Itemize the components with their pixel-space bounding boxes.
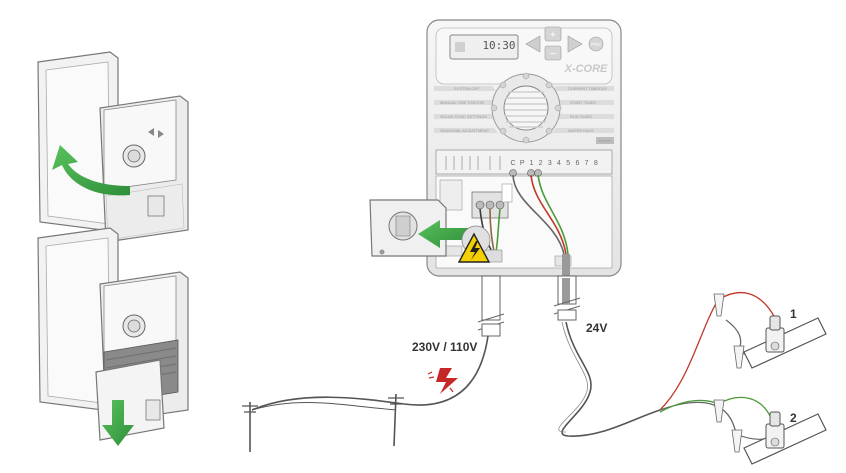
rotate-arrow-icon bbox=[52, 145, 130, 196]
terminal-label: P bbox=[520, 160, 525, 167]
controller-cover-removed-illustration bbox=[37, 227, 189, 441]
mains-conduit bbox=[477, 275, 505, 337]
right-arrow-button[interactable] bbox=[567, 35, 583, 53]
down-arrow-icon bbox=[102, 400, 134, 446]
transformer-cover-plate bbox=[369, 199, 447, 257]
plus-button-label: + bbox=[550, 29, 556, 41]
high-voltage-warning-icon bbox=[457, 225, 491, 263]
terminal-label: 4 bbox=[557, 160, 561, 167]
mains-cable bbox=[251, 335, 489, 411]
low-voltage-cable bbox=[561, 321, 661, 437]
insert-arrow-icon bbox=[418, 220, 468, 248]
terminal-label: 7 bbox=[585, 160, 589, 167]
lightning-icon bbox=[436, 368, 458, 394]
valve-1-label: 1 bbox=[790, 307, 797, 321]
terminal-label: 3 bbox=[548, 160, 552, 167]
lcd-display bbox=[449, 34, 519, 60]
plus-button[interactable] bbox=[544, 26, 562, 42]
dial-label-start-times: START TIMES bbox=[570, 100, 596, 105]
terminal-label: 2 bbox=[539, 160, 543, 167]
left-arrow-button[interactable] bbox=[525, 35, 541, 53]
valve-2-label: 2 bbox=[790, 411, 797, 425]
power-pole-left bbox=[242, 402, 258, 452]
dial-label-seasonal: SEASONAL ADJUSTMENT bbox=[440, 128, 490, 133]
valve-1 bbox=[743, 315, 827, 369]
prg-button-label: PRG bbox=[591, 42, 601, 47]
valve-2 bbox=[743, 411, 827, 465]
display-time: 10:30 bbox=[482, 39, 515, 52]
dial-label-manual: MANUAL ONE STATION bbox=[440, 100, 484, 105]
terminal-label: 6 bbox=[575, 160, 579, 167]
minus-button-label: − bbox=[550, 48, 556, 60]
program-dial[interactable] bbox=[490, 72, 562, 144]
power-pole-right bbox=[388, 393, 404, 447]
prg-button[interactable] bbox=[588, 36, 604, 52]
brand-logo: X-CORE bbox=[564, 63, 608, 75]
minus-button[interactable] bbox=[544, 45, 562, 61]
terminal-label: 8 bbox=[594, 160, 598, 167]
low-voltage-conduit bbox=[553, 275, 581, 321]
dial-label-water-days: WATER DAYS bbox=[568, 128, 594, 133]
hunter-badge: Hunter bbox=[599, 138, 612, 143]
terminal-label: 1 bbox=[529, 160, 533, 167]
dial-label-current-time: CURRENT TIME/DAY bbox=[568, 86, 607, 91]
dial-label-run-times: RUN TIMES bbox=[570, 114, 592, 119]
valve-field-wiring bbox=[659, 291, 783, 453]
terminal-label: C bbox=[510, 160, 515, 167]
dial-label-system-off: SYSTEM OFF bbox=[454, 86, 480, 91]
terminal-label: 5 bbox=[566, 160, 570, 167]
low-voltage-label: 24V bbox=[586, 321, 607, 335]
mains-voltage-label: 230V / 110V bbox=[412, 340, 477, 354]
dial-label-solar-sync: SOLAR SYNC SETTINGS bbox=[440, 114, 487, 119]
